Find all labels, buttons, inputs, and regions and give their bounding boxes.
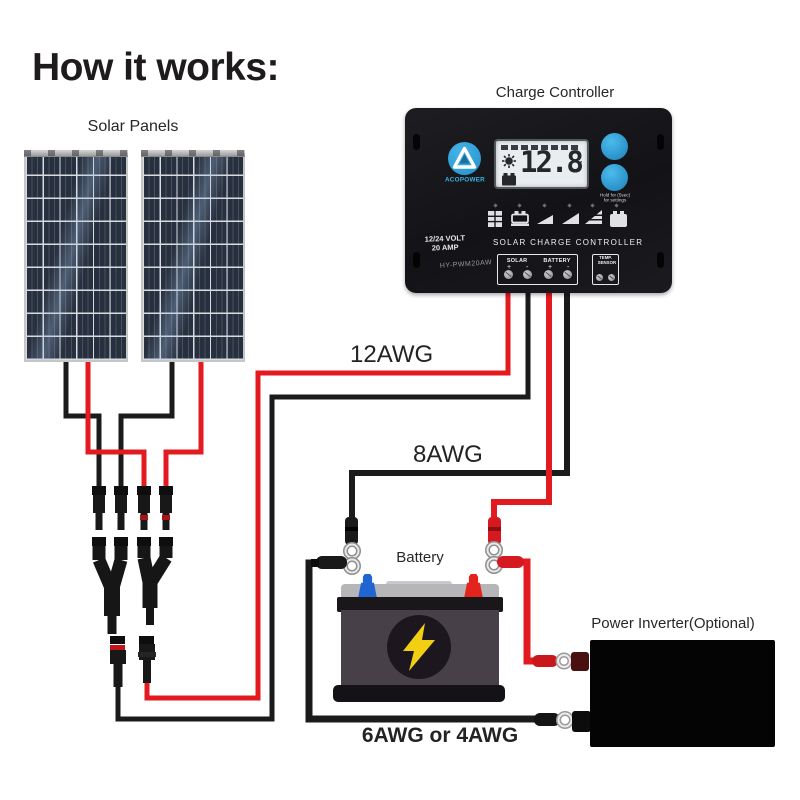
battery-plus-sign: +: [548, 263, 553, 271]
solar-panel-left: [24, 150, 128, 362]
battery-empty-status-icon: [511, 211, 529, 226]
battery-lid: [341, 584, 499, 599]
controller-rating: 12/24 VOLT 20 AMP: [424, 233, 466, 253]
controller-button-bottom: [601, 164, 628, 191]
charge-controller: ACOPOWER 12.8 V: [405, 108, 672, 293]
terminal-screw: [563, 270, 572, 279]
solar-panel-right: [141, 150, 245, 362]
panel-right-positive-wire: [163, 361, 204, 489]
inverter-negative-terminal: [534, 711, 591, 732]
controller-product-name: SOLAR CHARGE CONTROLLER: [493, 238, 644, 247]
battery-top-band: [337, 597, 503, 612]
battery-full-status-icon: [610, 211, 627, 227]
page-title: How it works:: [32, 46, 280, 89]
terminal-screw: [544, 270, 553, 279]
solar-panels-label: Solar Panels: [87, 118, 179, 135]
controller-model: HY-PWM20AW: [439, 259, 493, 270]
solar-minus-sign: -: [526, 263, 529, 271]
panel-left-positive-wire: [85, 361, 147, 489]
charge-high-status-icon: [585, 210, 602, 224]
inverter-positive-6awg-wire: [499, 558, 556, 665]
indicator-dot: [590, 203, 595, 208]
panel-left-negative-wire: [63, 361, 102, 489]
controller-button-top: [601, 133, 628, 160]
mounting-hole: [413, 134, 420, 150]
battery-negative-8awg-wire: [349, 288, 570, 521]
battery-base: [333, 685, 505, 702]
charge-controller-label: Charge Controller: [495, 84, 615, 101]
solar-plus-sign: +: [507, 263, 512, 271]
mounting-hole: [657, 134, 664, 150]
brand-text: ACOPOWER: [444, 176, 486, 183]
indicator-dot: [567, 203, 572, 208]
mounting-hole: [657, 252, 664, 268]
battery-terminal-label: BATTERY: [543, 257, 571, 263]
indicator-dot: [614, 203, 619, 208]
panel-frame-top: [24, 150, 128, 157]
power-inverter: [590, 640, 775, 747]
mounting-hole: [413, 252, 420, 268]
button-hint-text: Hold for (5sec) for settings: [599, 193, 631, 204]
terminal-screw: [504, 270, 513, 279]
inverter-label: Power Inverter(Optional): [591, 615, 755, 632]
lcd-mode-segments: [501, 145, 578, 150]
y-branch-connectors: [92, 537, 173, 634]
terminal-screw: [523, 270, 532, 279]
wire-label-8awg: 8AWG: [413, 441, 483, 468]
acopower-logo-icon: [448, 142, 481, 175]
terminal-screw: [596, 274, 603, 281]
status-icon-row: [485, 203, 630, 232]
mc4-output-connectors: [110, 636, 156, 687]
solar-terminal-label: SOLAR: [506, 257, 528, 263]
battery-badge: [387, 615, 451, 679]
battery-positive-lug: [485, 517, 524, 574]
wire-label-6awg-4awg: 6AWG or 4AWG: [361, 724, 519, 747]
solar-panel-status-icon: [488, 211, 502, 227]
panel-frame-top: [141, 150, 245, 157]
lightning-bolt-icon: [403, 623, 435, 671]
charge-low-status-icon: [537, 215, 553, 224]
terminal-screw: [608, 274, 615, 281]
indicator-dot: [517, 203, 522, 208]
terminal-block: SOLAR BATTERY + - + -: [497, 254, 578, 285]
battery-minus-sign: -: [567, 263, 570, 271]
lcd-display: 12.8 V: [494, 139, 589, 189]
indicator-dot: [542, 203, 547, 208]
inverter-positive-terminal: [532, 652, 589, 671]
battery: [333, 574, 505, 703]
battery-positive-8awg-wire: [491, 288, 552, 521]
indicator-dot: [493, 203, 498, 208]
lcd-voltage-value: 12.8: [520, 145, 584, 179]
lcd-sun-battery-icons: [502, 154, 516, 186]
lcd-voltage-unit: V: [576, 160, 582, 169]
temp-sensor-block: TEMP. SENSOR: [592, 254, 619, 285]
charge-mid-status-icon: [562, 213, 579, 224]
solar-positive-12awg-wire: [144, 288, 511, 701]
battery-negative-lug: [311, 517, 361, 575]
wire-label-12awg: 12AWG: [350, 341, 434, 368]
battery-label: Battery: [396, 549, 444, 566]
solar-negative-12awg-wire: [115, 288, 531, 722]
mc4-connectors: [92, 486, 173, 530]
